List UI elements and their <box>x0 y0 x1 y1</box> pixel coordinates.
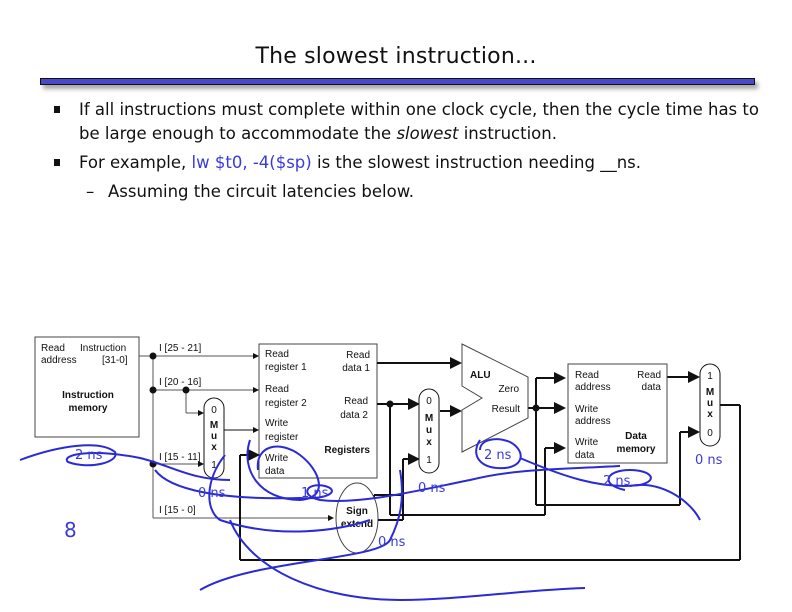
latency-label-mux-regdst: 0 ns <box>198 486 226 501</box>
imem-bits-label: [31-0] <box>102 355 128 366</box>
reg-input-label: register 2 <box>265 398 307 409</box>
bullet-item: For example, lw $t0, -4($sp) is the slow… <box>52 151 772 175</box>
mux-alusrc: 0 M u x 1 <box>418 388 440 474</box>
mux-letter: x <box>211 442 217 453</box>
mux-input-label: 0 <box>707 428 713 439</box>
junction-dot <box>149 352 157 360</box>
imem-name-2: memory <box>69 403 108 414</box>
dmem-input-label: Write <box>575 404 599 415</box>
reg-input-label: Read <box>265 384 289 395</box>
mux-letter: x <box>426 437 432 448</box>
reg-output-label: data 2 <box>340 410 368 421</box>
bullet-text-emphasis: slowest <box>396 124 459 143</box>
field-label: I [15 - 11] <box>159 452 201 463</box>
sub-bullet-text: Assuming the circuit latencies below. <box>108 182 414 201</box>
sign-extend: Sign extend <box>335 482 379 554</box>
mux-input-label: 0 <box>211 405 217 416</box>
handwritten-total: 8 <box>64 518 77 542</box>
latency-label-imem: 2 ns <box>75 448 103 463</box>
reg-input-label: register <box>265 432 299 443</box>
dash-marker-icon: – <box>86 182 95 201</box>
mux-input-label: 1 <box>426 455 432 466</box>
imem-read-label: Read <box>41 343 65 354</box>
dmem-input-label: address <box>575 382 611 393</box>
data-memory: Read address Write address Write data Re… <box>567 363 668 464</box>
reg-input-label: Write <box>265 418 289 429</box>
latency-label-mux-alusrc: 0 ns <box>418 481 446 496</box>
dmem-name: Data <box>625 431 647 442</box>
junction-dot <box>386 400 394 408</box>
junction-dot <box>182 386 190 394</box>
alu-output-label: Zero <box>498 384 519 395</box>
alu: ALU Zero Result <box>461 343 529 453</box>
sub-bullet-item: – Assuming the circuit latencies below. <box>52 180 772 204</box>
dmem-input-label: address <box>575 416 611 427</box>
bullet-text-2c: is the slowest instruction needing __ns. <box>311 153 642 172</box>
mux-input-label: 0 <box>426 396 432 407</box>
mux-memtoreg: 1 M u x 0 <box>699 363 721 447</box>
mux-letter: u <box>707 398 713 409</box>
latency-label-sign-extend: 0 ns <box>378 535 406 550</box>
mux-letter: M <box>425 413 433 424</box>
reg-output-label: Read <box>344 396 368 407</box>
dmem-input-label: Read <box>575 370 599 381</box>
bullet-marker-icon <box>54 106 60 113</box>
reg-input-label: register 1 <box>265 362 307 373</box>
mux-letter: M <box>706 387 714 398</box>
field-label: I [25 - 21] <box>159 343 201 354</box>
junction-dot <box>149 386 157 394</box>
dmem-output-label: data <box>642 382 662 393</box>
alu-name: ALU <box>470 370 491 381</box>
imem-instruction-label: Instruction <box>80 343 126 354</box>
sign-extend-label: Sign <box>346 506 368 517</box>
mux-input-label: 1 <box>211 460 217 471</box>
reg-output-label: Read <box>346 350 370 361</box>
imem-address-label: address <box>41 355 77 366</box>
instruction-bus <box>139 353 334 521</box>
bullet-text-1c: instruction. <box>458 124 557 143</box>
reg-input-label: Write <box>265 453 289 464</box>
dmem-output-label: Read <box>637 370 661 381</box>
junction-dot <box>532 404 540 412</box>
instruction-code: lw $t0, -4($sp) <box>191 153 312 172</box>
field-label: I [15 - 0] <box>159 505 196 516</box>
bullet-text-1a: If all instructions must complete within… <box>79 100 759 143</box>
latency-label-mux-memtoreg: 0 ns <box>695 453 723 468</box>
reg-input-label: data <box>265 466 285 477</box>
latency-label-registers: 1 ns <box>301 486 329 501</box>
dmem-input-label: data <box>575 450 595 461</box>
slide-title: The slowest instruction... <box>255 44 537 69</box>
reg-output-label: data 1 <box>342 363 370 374</box>
reg-input-label: Read <box>265 349 289 360</box>
alu-output-label: Result <box>492 404 521 415</box>
mux-letter: u <box>426 425 432 436</box>
register-file: Read register 1 Read register 2 Write re… <box>258 343 378 479</box>
bullet-list: If all instructions must complete within… <box>52 98 772 204</box>
mux-letter: u <box>211 431 217 442</box>
mux-input-label: 1 <box>707 371 713 382</box>
bullet-item: If all instructions must complete within… <box>52 98 772 146</box>
latency-label-alu: 2 ns <box>484 448 512 463</box>
title-underline <box>40 78 755 85</box>
imem-name-1: Instruction <box>62 390 114 401</box>
field-label: I [20 - 16] <box>159 377 201 388</box>
latency-label-dmem: 2 ns <box>603 474 631 489</box>
dmem-name: memory <box>617 444 656 455</box>
bullet-text-2a: For example, <box>79 153 192 172</box>
bullet-marker-icon <box>54 159 60 166</box>
mux-regdst: 0 M u x 1 <box>203 397 225 479</box>
ink-strokes <box>19 438 701 602</box>
mux-letter: M <box>210 420 218 431</box>
mux-letter: x <box>707 409 713 420</box>
instruction-memory: Read address Instruction [31-0] Instruct… <box>34 336 140 438</box>
dmem-input-label: Write <box>575 437 599 448</box>
registers-name: Registers <box>324 445 370 456</box>
